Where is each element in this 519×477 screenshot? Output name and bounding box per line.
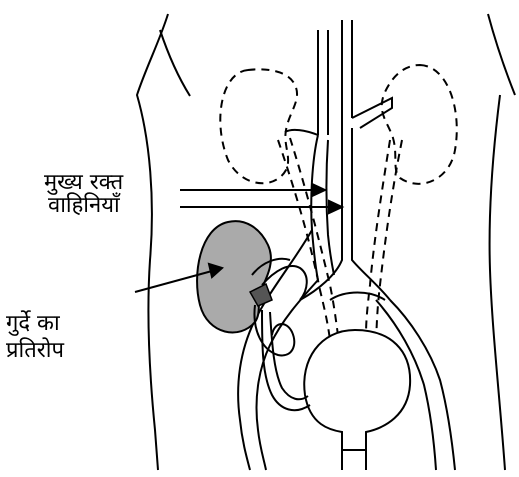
label-main-vessels-line1: मुख्य रक्त xyxy=(44,170,124,195)
body-outline-right xyxy=(488,14,515,95)
body-outline-left xyxy=(137,14,168,470)
arrow-vessel-1-head xyxy=(312,184,325,196)
right-original-kidney xyxy=(382,65,457,184)
vessel-branch-left xyxy=(285,130,318,135)
bladder-body xyxy=(304,330,410,450)
body-outline-right-lower xyxy=(490,95,505,470)
left-ureter-inner xyxy=(290,138,338,335)
label-transplant-line2: प्रतिरोप xyxy=(6,337,64,363)
transplant-ureter-to-bladder-2 xyxy=(270,312,308,399)
original-kidneys xyxy=(220,65,456,184)
arrow-vessel-2-head xyxy=(329,201,342,213)
shoulder-line-left xyxy=(160,30,190,96)
label-transplant-line1: गुर्दे का xyxy=(6,310,60,336)
transplanted-kidney xyxy=(197,221,271,332)
transplanted-kidney-group xyxy=(197,221,310,410)
vessel-branch-right xyxy=(352,98,392,128)
bladder-top-arc xyxy=(330,293,385,301)
left-original-kidney xyxy=(220,69,297,183)
bladder xyxy=(304,293,410,471)
transplant-ureter-loop xyxy=(254,305,294,355)
label-main-vessels-line2: वाहिनियाँ xyxy=(48,192,121,218)
aorta-right xyxy=(352,128,390,300)
